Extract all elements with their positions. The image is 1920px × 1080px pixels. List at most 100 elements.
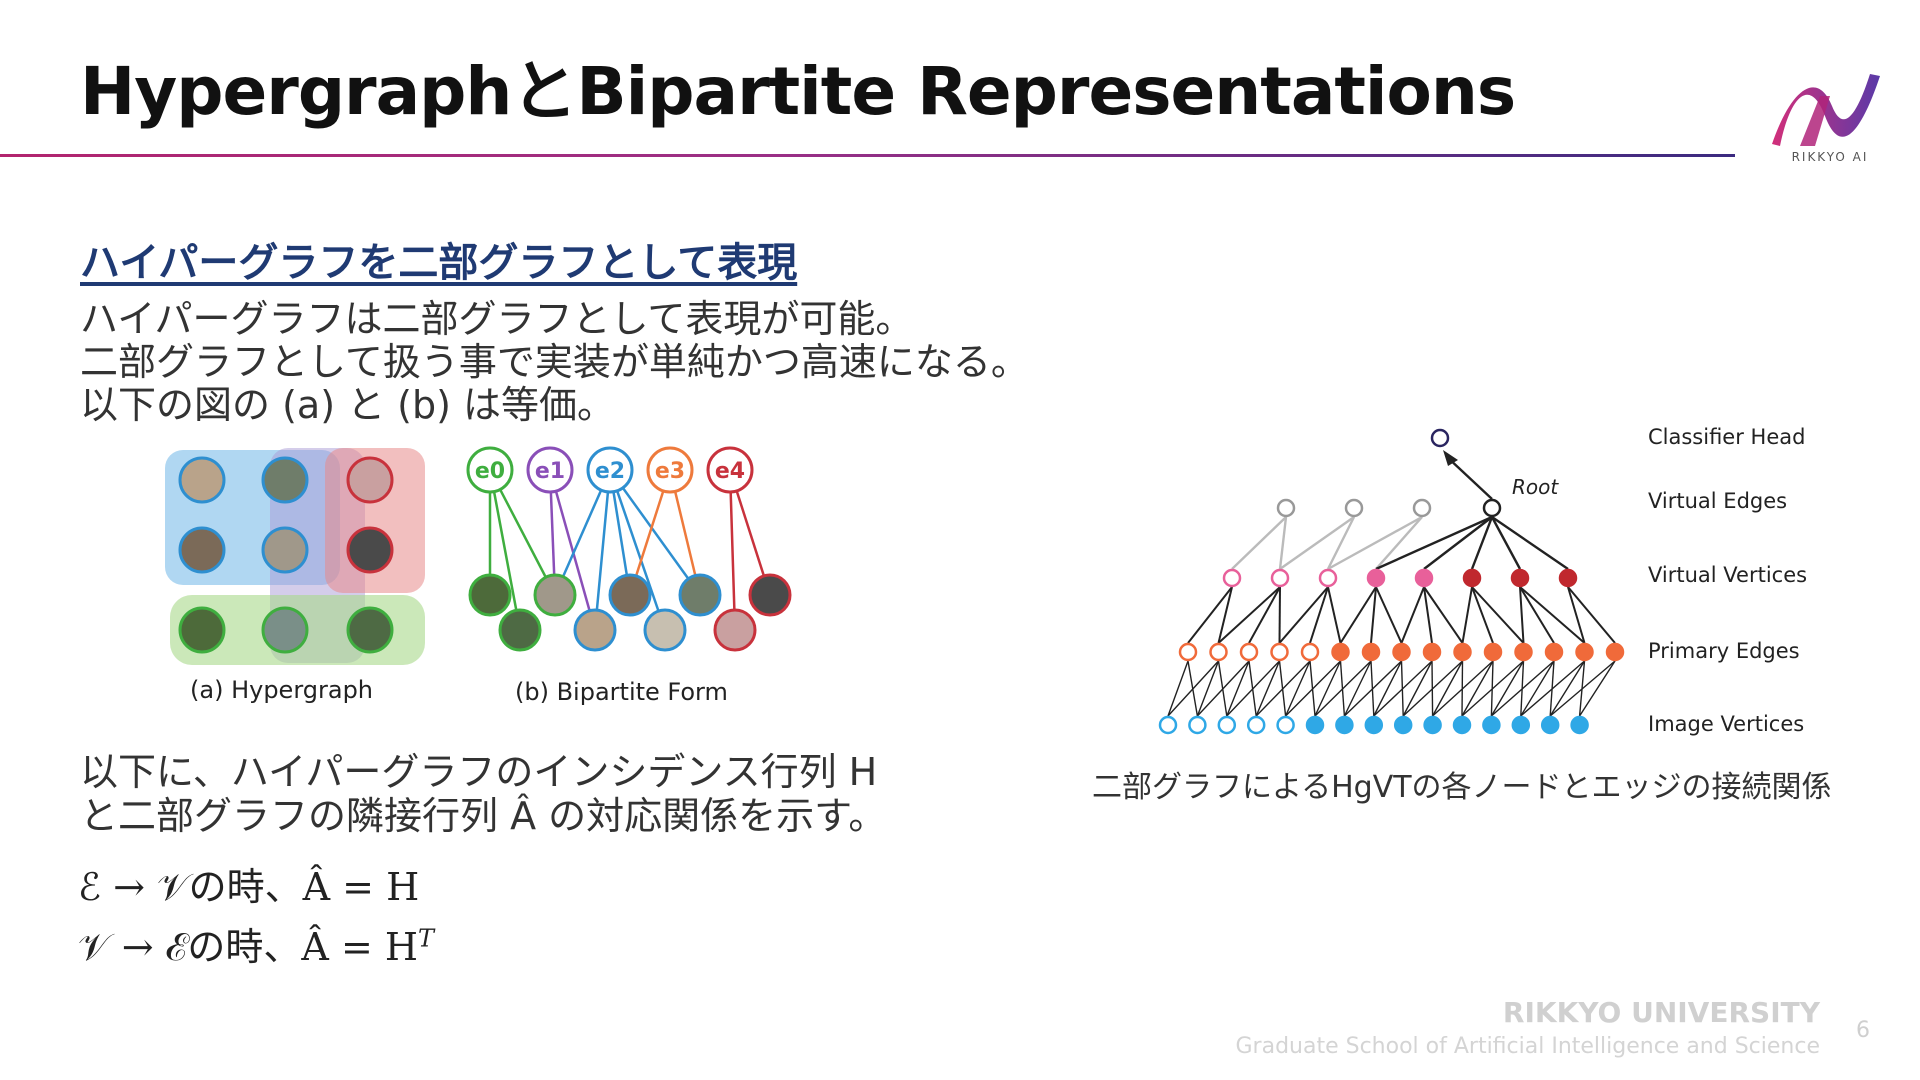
hypergraph-nodes	[178, 456, 394, 654]
primary-virtual-link	[1567, 586, 1616, 644]
virtual-edge-node	[1412, 498, 1432, 518]
intro-line: 以下の図の (a) と (b) は等価。	[80, 383, 616, 427]
section-subheading: ハイパーグラフを二部グラフとして表現	[80, 240, 798, 286]
image-primary-link	[1248, 660, 1257, 717]
caption-hypergraph: (a) Hypergraph	[190, 676, 373, 704]
primary-virtual-link	[1217, 586, 1281, 644]
primary-virtual-link	[1471, 586, 1494, 644]
rikkyo-ai-logo	[1772, 74, 1880, 146]
vertex-edge-link	[1470, 516, 1494, 570]
hgvt-layer-diagram: Root Classifier Head Virtual Edges Virtu…	[1158, 425, 1807, 736]
caption-bipartite: (b) Bipartite Form	[515, 678, 728, 706]
incidence-line: と二部グラフの隣接行列 Â の対応関係を示す。	[80, 794, 887, 838]
vertex-edge-link	[1375, 515, 1493, 571]
primary-edge-node	[1392, 642, 1411, 662]
image-vertex-node	[1305, 715, 1325, 735]
vertex-edge-link	[1278, 516, 1288, 570]
image-primary-link	[1461, 660, 1494, 717]
image-vertex-node	[1393, 715, 1413, 735]
primary-virtual-link	[1309, 586, 1329, 644]
image-primary-link	[1490, 660, 1494, 717]
virtual-vertex-node	[1414, 568, 1434, 588]
virtual-vertex-node	[1462, 568, 1482, 588]
image-primary-link	[1578, 660, 1586, 717]
virtual-edge-node	[1344, 498, 1364, 518]
vertex-edge-link	[1327, 515, 1423, 571]
equation-vertex-to-edge: 𝒱 → ℰの時、Â = HT	[78, 916, 434, 971]
edge-label-e0: e0	[475, 459, 505, 484]
primary-edge-node	[1544, 642, 1564, 662]
classifier-head-node	[1430, 428, 1450, 448]
image-primary-link	[1520, 660, 1555, 717]
primary-edge-node	[1453, 642, 1472, 662]
primary-edge-node	[1575, 642, 1594, 662]
primary-edge-node	[1300, 642, 1320, 662]
title-divider	[0, 154, 1735, 157]
transpose-superscript: T	[418, 924, 435, 953]
image-primary-link	[1490, 660, 1525, 717]
image-primary-link	[1187, 660, 1199, 717]
image-vertex-node	[1246, 715, 1266, 735]
primary-virtual-link	[1423, 586, 1464, 644]
primary-virtual-link	[1519, 586, 1586, 644]
primary-edge-node	[1239, 642, 1259, 662]
image-primary-link	[1196, 660, 1220, 717]
footer-university: RIKKYO UNIVERSITY	[1502, 996, 1820, 1029]
primary-virtual-link	[1327, 586, 1342, 644]
virtual-vertex-node	[1222, 568, 1242, 588]
image-primary-link	[1255, 660, 1281, 717]
image-primary-link	[1278, 660, 1287, 717]
primary-virtual-link	[1567, 586, 1586, 644]
vertex-edge-link	[1490, 516, 1522, 570]
image-primary-link	[1167, 660, 1189, 717]
layer-nodes	[1158, 428, 1625, 735]
arrow-head	[1443, 450, 1458, 466]
image-primary-link	[1549, 660, 1586, 717]
layer-label-classifier-head: Classifier Head	[1648, 425, 1805, 449]
virtual-vertex-node	[1558, 568, 1578, 588]
image-primary-link	[1549, 660, 1555, 717]
primary-virtual-link	[1217, 586, 1233, 644]
hypergraph-bipartite-figure: (a) Hypergraph e0 e1 e2 e3 e4	[165, 446, 792, 706]
image-primary-link	[1431, 660, 1434, 717]
primary-virtual-link	[1519, 586, 1555, 644]
vertex-edge-link	[1491, 516, 1569, 570]
layer-label-image-vertices: Image Vertices	[1648, 712, 1804, 736]
primary-virtual-link	[1370, 586, 1377, 644]
root-label: Root	[1512, 475, 1559, 499]
bipartite-vertex-nodes	[468, 573, 792, 652]
image-vertex-node	[1188, 715, 1207, 735]
primary-edge-node	[1361, 642, 1381, 662]
incidence-line: 以下に、ハイパーグラフのインシデンス行列 H	[80, 750, 878, 794]
layer-label-virtual-edges: Virtual Edges	[1648, 489, 1787, 513]
virtual-vertex-node	[1510, 568, 1530, 588]
image-vertex-node	[1570, 715, 1589, 735]
image-vertex-node	[1335, 715, 1354, 735]
primary-edge-node	[1270, 642, 1289, 662]
equation-edge-to-vertex: ℰ → 𝒱の時、Â = H	[78, 865, 420, 909]
vertex-edge-link	[1423, 516, 1493, 570]
image-primary-link	[1309, 660, 1316, 717]
page-number: 6	[1856, 1018, 1870, 1043]
image-primary-link	[1370, 660, 1375, 717]
intro-line: 二部グラフとして扱う事で実装が単純かつ高速になる。	[80, 340, 1029, 384]
layer-label-primary-edges: Primary Edges	[1648, 639, 1800, 663]
primary-edge-node	[1422, 642, 1442, 662]
image-vertex-node	[1364, 715, 1384, 735]
primary-edge-node	[1514, 642, 1533, 662]
vertex-edge-link	[1375, 516, 1423, 570]
image-vertex-node	[1158, 715, 1178, 735]
vertex-edge-link	[1231, 516, 1287, 570]
primary-virtual-link	[1471, 586, 1525, 644]
image-vertex-node	[1423, 715, 1442, 735]
primary-edge-node	[1178, 642, 1198, 662]
image-primary-link	[1217, 660, 1228, 717]
primary-virtual-link	[1339, 586, 1377, 644]
image-primary-link	[1461, 660, 1464, 717]
edge-label-e2: e2	[595, 459, 625, 484]
primary-edge-node	[1331, 642, 1350, 662]
vertex-edge-link	[1326, 516, 1356, 570]
edge-label-e1: e1	[535, 459, 565, 484]
vertex-edge-link	[1279, 516, 1355, 570]
primary-virtual-link	[1375, 586, 1403, 644]
